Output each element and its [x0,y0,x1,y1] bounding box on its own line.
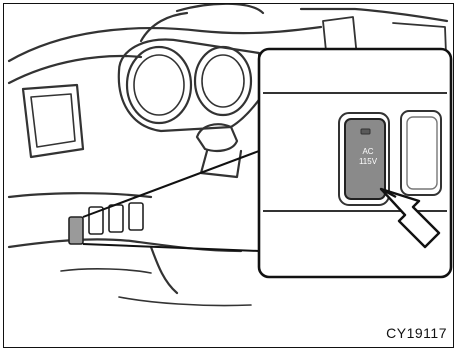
figure-caption: CY19117 [386,325,447,341]
lower-dash-line-3 [61,269,151,273]
lower-dash-line [9,193,151,197]
left-vent-inner [31,94,75,147]
dashboard-illustration [4,4,454,348]
lower-dash-line-4 [119,297,251,306]
switch-label: AC 115V [353,147,383,167]
steering-wheel-top [177,4,263,13]
gauge-left [127,47,191,123]
ac-switch-small [69,217,83,244]
center-stack-top [301,9,447,21]
leader-top [83,151,259,217]
gauge-right [195,47,251,115]
figure-frame: AC 115V CY19117 [3,3,454,348]
gauge-left-inner [134,55,184,115]
column-lower [201,151,241,177]
callout-leaders [83,151,259,251]
gauge-right-inner [202,55,244,107]
switch-blank-2 [109,205,123,232]
switch-label-line1: AC [353,147,383,157]
switch-indicator [361,129,370,134]
lower-panel-curve [151,247,177,293]
switch-blank-3 [129,203,143,230]
switch-label-line2: 115V [353,157,383,167]
